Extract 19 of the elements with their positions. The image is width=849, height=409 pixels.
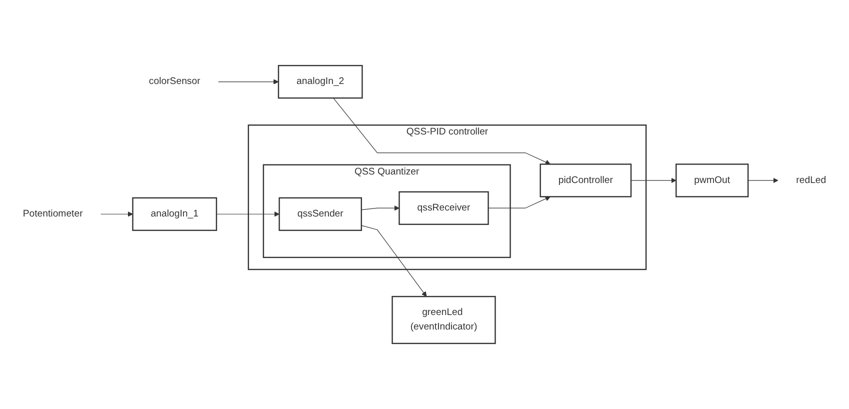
arrow: [218, 79, 279, 84]
arrow: [748, 178, 778, 184]
node-box: analogIn_2: [278, 64, 363, 99]
node-box: pidController: [540, 164, 632, 198]
arrow: [630, 178, 676, 184]
node-text: Potentiometer: [22, 208, 83, 219]
node-box: pwmOut: [676, 164, 749, 198]
arrow: [216, 211, 280, 217]
node-box: analogIn_1: [132, 197, 218, 231]
arrow: [100, 211, 133, 217]
node-box: qssReceiver: [398, 191, 489, 225]
arrow: [488, 196, 550, 208]
arrow: [333, 98, 550, 165]
node-text: redLed: [796, 175, 826, 186]
arrow: [361, 205, 400, 211]
node-box: qssSender: [278, 197, 362, 231]
arrow: [361, 225, 427, 297]
node-text: colorSensor: [148, 76, 200, 87]
node-box: greenLed (eventIndicator): [392, 296, 496, 344]
